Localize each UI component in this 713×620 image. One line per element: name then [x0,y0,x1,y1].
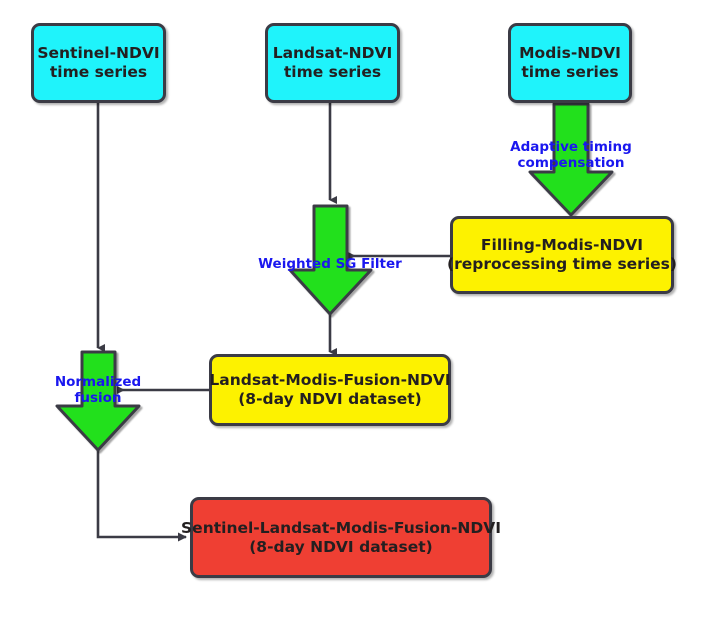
node-sentinel-source-line2: time series [49,63,148,81]
node-landsat-modis-fusion-ndvi-line2: (8-day NDVI dataset) [238,390,422,408]
node-landsat-source-line1: Landsat-NDVI [272,44,393,63]
node-modis-source-line2: time series [521,63,619,81]
node-sentinel-landsat-modis-fusion-ndvi-line2: (8-day NDVI dataset) [249,537,433,556]
node-filling-modis-ndvi-line1: Filling-Modis-NDVI [480,236,644,255]
node-filling-modis-ndvi[interactable]: Filling-Modis-NDVI (reprocessing time se… [447,216,677,294]
connector-normalized-to-final [96,449,187,542]
green-arrow-normalized-fusion [55,350,141,452]
node-landsat-modis-fusion-ndvi[interactable]: Landsat-Modis-Fusion-NDVI (8-day NDVI da… [209,354,451,426]
node-sentinel-landsat-modis-fusion-ndvi[interactable]: Sentinel-Landsat-Modis-Fusion-NDVI (8-da… [181,497,501,578]
node-modis-source-line1: Modis-NDVI [519,44,621,63]
node-landsat-source-line2: time series [283,63,382,81]
green-arrow-weighted-sg-filter [288,204,373,316]
green-arrow-adaptive-timing [528,102,614,217]
node-landsat-source[interactable]: Landsat-NDVI time series [265,23,400,103]
node-modis-source[interactable]: Modis-NDVI time series [508,23,632,103]
node-filling-modis-ndvi-line2: (reprocessing time series) [447,255,677,273]
node-sentinel-source[interactable]: Sentinel-NDVI time series [31,23,166,103]
node-sentinel-source-line1: Sentinel-NDVI [37,44,160,63]
node-landsat-modis-fusion-ndvi-line1: Landsat-Modis-Fusion-NDVI [209,371,451,390]
node-sentinel-landsat-modis-fusion-ndvi-line1: Sentinel-Landsat-Modis-Fusion-NDVI [181,518,501,537]
